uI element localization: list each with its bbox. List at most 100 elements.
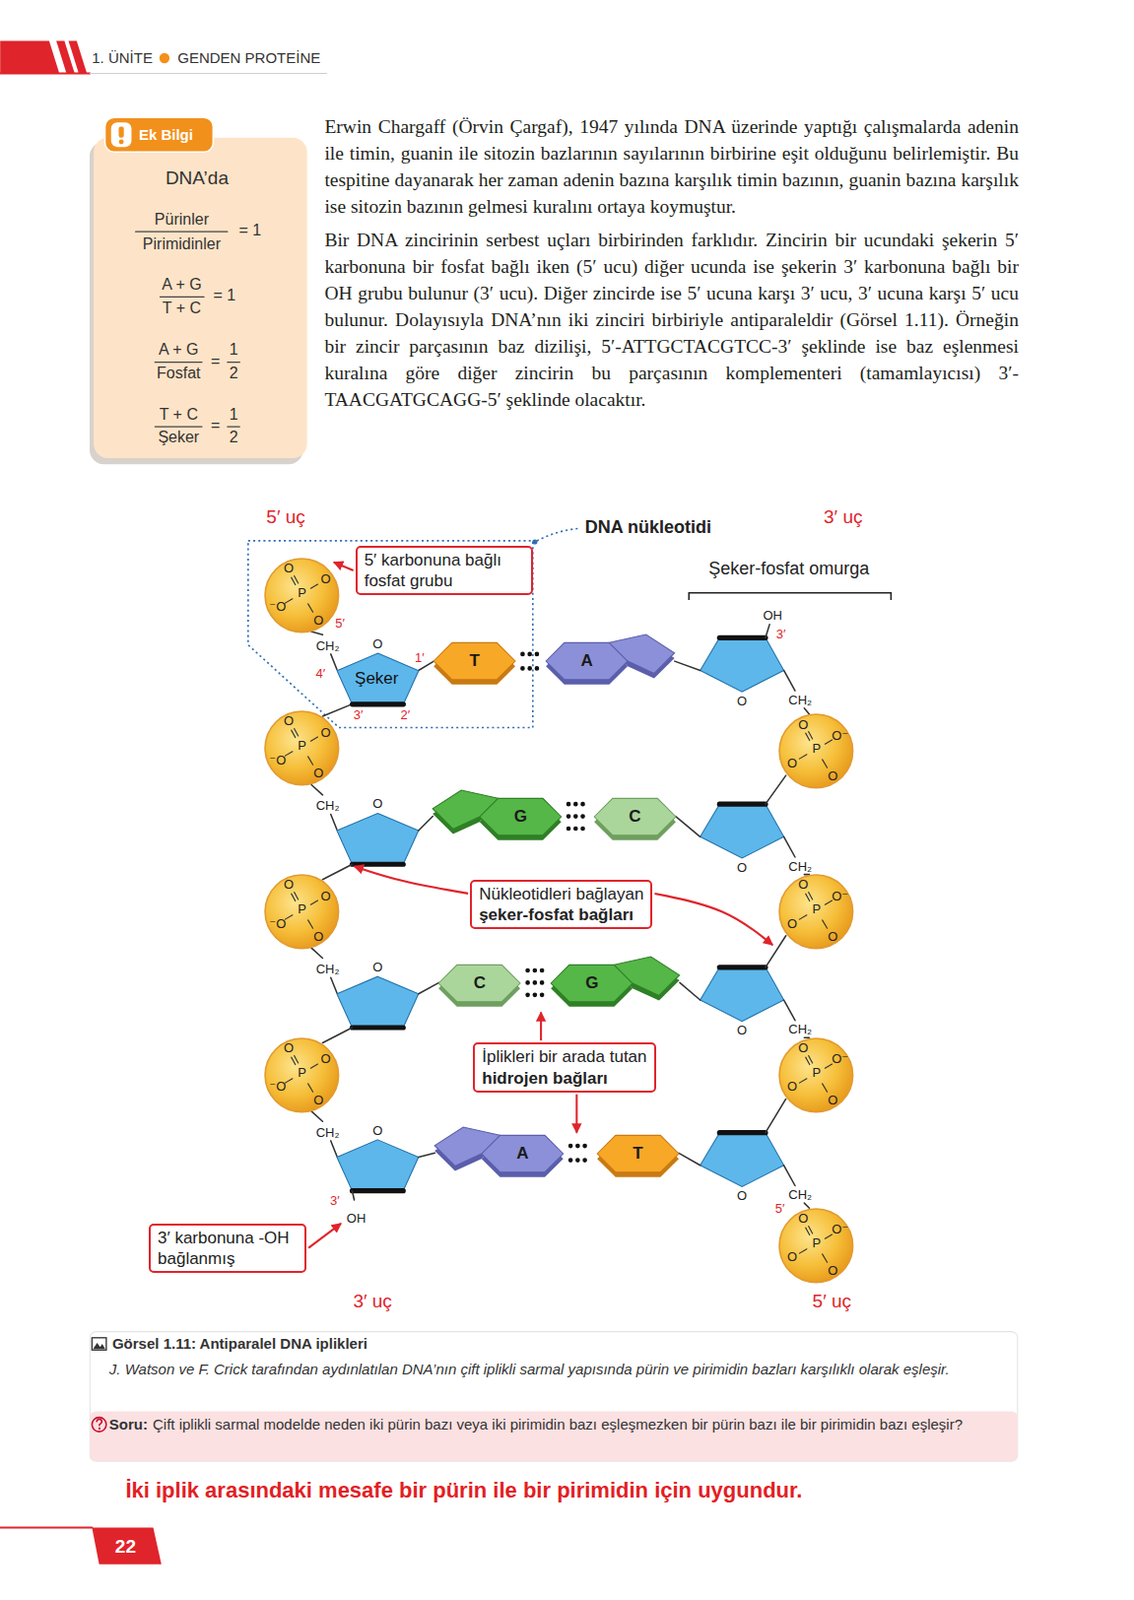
node-text: ⁻O <box>268 600 286 615</box>
node-text: T <box>469 652 480 672</box>
hydrogen-bond <box>570 1143 591 1149</box>
callout-text: şeker-fosfat bağları <box>478 904 644 926</box>
shape-outline <box>430 1125 568 1183</box>
question-icon <box>96 1418 102 1426</box>
carbon-number: 5′ <box>334 616 345 632</box>
formula-term: T + C <box>162 299 201 318</box>
strand-end-label: 3′ uç <box>352 1290 392 1313</box>
page-tab <box>91 1527 161 1564</box>
bond-line <box>805 1057 810 1065</box>
node-text: O⁻ <box>831 1052 849 1068</box>
bond-line <box>322 1027 352 1044</box>
image-icon <box>91 1337 107 1350</box>
bond-line <box>765 775 787 804</box>
node-text: O <box>313 930 324 945</box>
sugar-pentagon <box>700 637 785 692</box>
bond-line <box>331 977 337 994</box>
sugar-edge <box>719 964 766 970</box>
callout-text: hidrojen bağları <box>481 1067 647 1089</box>
node-text: O⁻ <box>831 1222 849 1238</box>
bond-line <box>331 1140 337 1157</box>
bond-line <box>675 816 701 838</box>
bond-line <box>308 920 314 929</box>
header-rule <box>0 72 90 75</box>
atom-label: OH <box>346 1211 367 1227</box>
node-text: O <box>827 930 838 945</box>
node-text: O <box>798 717 808 733</box>
fraction-line <box>227 425 240 427</box>
bond-line <box>800 915 807 920</box>
bond-line <box>322 704 352 717</box>
phosphate-circle: OO⁻POO <box>778 1207 855 1284</box>
base-ring <box>594 798 676 835</box>
question-band: Soru:Çift iplikli sarmal modelde neden i… <box>109 1414 1003 1435</box>
bond-line <box>805 893 810 901</box>
base-hexagon: T <box>593 1125 683 1183</box>
node-text: O⁻ <box>831 728 849 743</box>
fraction-line <box>135 231 228 233</box>
bond-line <box>308 756 314 765</box>
callout-arrow <box>308 1223 341 1249</box>
bond-line <box>800 1248 807 1253</box>
formula-term: = <box>210 416 220 435</box>
node-text: O⁻ <box>831 888 849 904</box>
question-band <box>89 1410 1017 1462</box>
phosphate-circle: OO⁻POO <box>778 713 855 790</box>
sugar-edge <box>351 701 403 707</box>
base-ring <box>438 964 521 1001</box>
node-text: C <box>628 806 641 827</box>
carbon-number: 4′ <box>315 666 326 681</box>
node-text: C <box>473 973 486 994</box>
fraction-line <box>154 425 202 427</box>
bond-line <box>285 598 293 602</box>
node-text: ⁻O <box>268 752 286 768</box>
bond-line <box>808 1055 813 1063</box>
question-text: Çift iplikli sarmal modelde neden iki pü… <box>152 1415 963 1433</box>
bond-line <box>418 982 440 994</box>
node-text: DNA’da <box>165 167 229 190</box>
atom-label: CH₂ <box>316 962 340 978</box>
phosphate-circle <box>265 1038 339 1113</box>
strand-end-label: 5′ uç <box>266 506 305 529</box>
base-ring <box>597 1134 679 1172</box>
bond-line <box>803 708 809 715</box>
caption-text: J. Watson ve F. Crick tarafından aydınla… <box>109 1359 1003 1380</box>
bond-line <box>311 784 323 795</box>
phosphate-circle <box>780 714 855 789</box>
page-rule <box>0 1526 92 1529</box>
phosphate-circle: OO⁻POO <box>778 873 855 950</box>
node-text: O <box>313 766 324 782</box>
node-text: O <box>798 1041 808 1057</box>
header-stripe <box>68 40 88 73</box>
node-text: P <box>811 1235 821 1251</box>
bond-line <box>825 739 833 744</box>
node-text: O <box>787 916 798 932</box>
node-text: O <box>787 1079 798 1095</box>
phosphate-circle: OOP⁻OO <box>264 557 340 634</box>
node-text: O <box>313 612 324 628</box>
part-label: Şeker-fosfat omurga <box>708 558 869 580</box>
shape-outline <box>428 788 566 846</box>
carbon-number: 3′ <box>353 708 364 724</box>
bond-line <box>808 891 813 899</box>
node-text: O <box>283 561 294 577</box>
bond-line <box>784 836 796 858</box>
header-band <box>0 40 60 73</box>
bond-line <box>311 736 319 741</box>
node-text: Şeker <box>354 668 399 689</box>
base-ring <box>614 956 680 996</box>
badge <box>105 117 214 152</box>
shape-outline <box>546 954 684 1012</box>
phosphate-circle <box>265 711 339 786</box>
hydrogen-bond-dots <box>568 826 588 832</box>
strand-end-label: 3′ uç <box>823 506 863 529</box>
base-hexagon: A <box>541 632 679 690</box>
box-fill <box>93 137 308 459</box>
body-paragraph: Erwin Chargaff (Örvin Çargaf), 1947 yılı… <box>324 113 1018 220</box>
bond-line <box>308 1082 314 1091</box>
callout-arrow <box>575 1094 578 1134</box>
node-text: O <box>283 877 294 893</box>
sugar-edge <box>719 801 766 807</box>
bond-line <box>784 1165 796 1187</box>
